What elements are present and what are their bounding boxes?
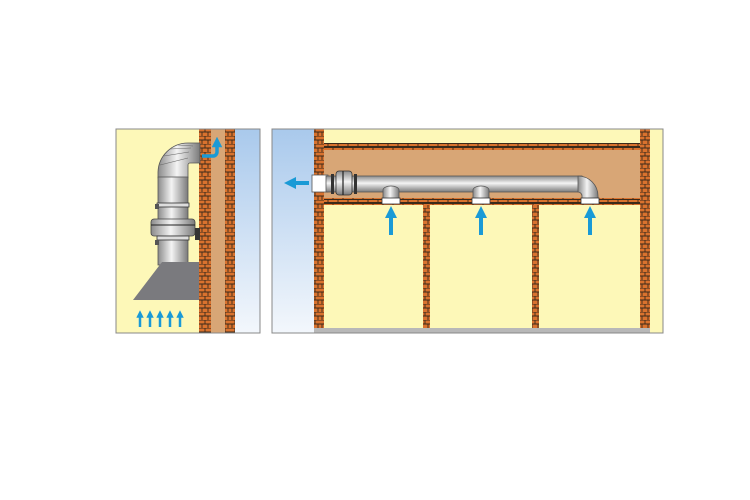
duct-elbow [577, 175, 599, 200]
duct-clamp [156, 202, 190, 208]
upper-slab [324, 143, 640, 150]
kitchen-hood [133, 262, 199, 300]
inner-brick-wall [199, 129, 211, 333]
outdoor-sky [235, 129, 260, 333]
inline-fan-unit [335, 170, 353, 196]
right-wall [640, 129, 650, 329]
partition-wall [532, 205, 539, 329]
left-panel [115, 128, 261, 334]
wall-cavity [211, 129, 225, 333]
ceiling-grille [580, 197, 600, 205]
floor [314, 328, 650, 333]
right-panel [271, 128, 664, 334]
inline-fan-unit [150, 218, 196, 237]
outdoor-sky [272, 129, 314, 333]
duct-elbow [157, 142, 201, 179]
exterior-wall [314, 129, 324, 329]
ceiling-grille [381, 185, 401, 205]
wall-bracket [195, 228, 200, 240]
airflow-arrows-up [385, 206, 596, 235]
outer-brick-wall [225, 129, 235, 333]
horizontal-duct [325, 175, 583, 193]
duct-clamp [156, 235, 190, 241]
ceiling-grille [471, 185, 491, 205]
partition-wall [423, 205, 430, 329]
airflow-arrows-up [136, 310, 184, 327]
exhaust-arrow [202, 136, 223, 158]
